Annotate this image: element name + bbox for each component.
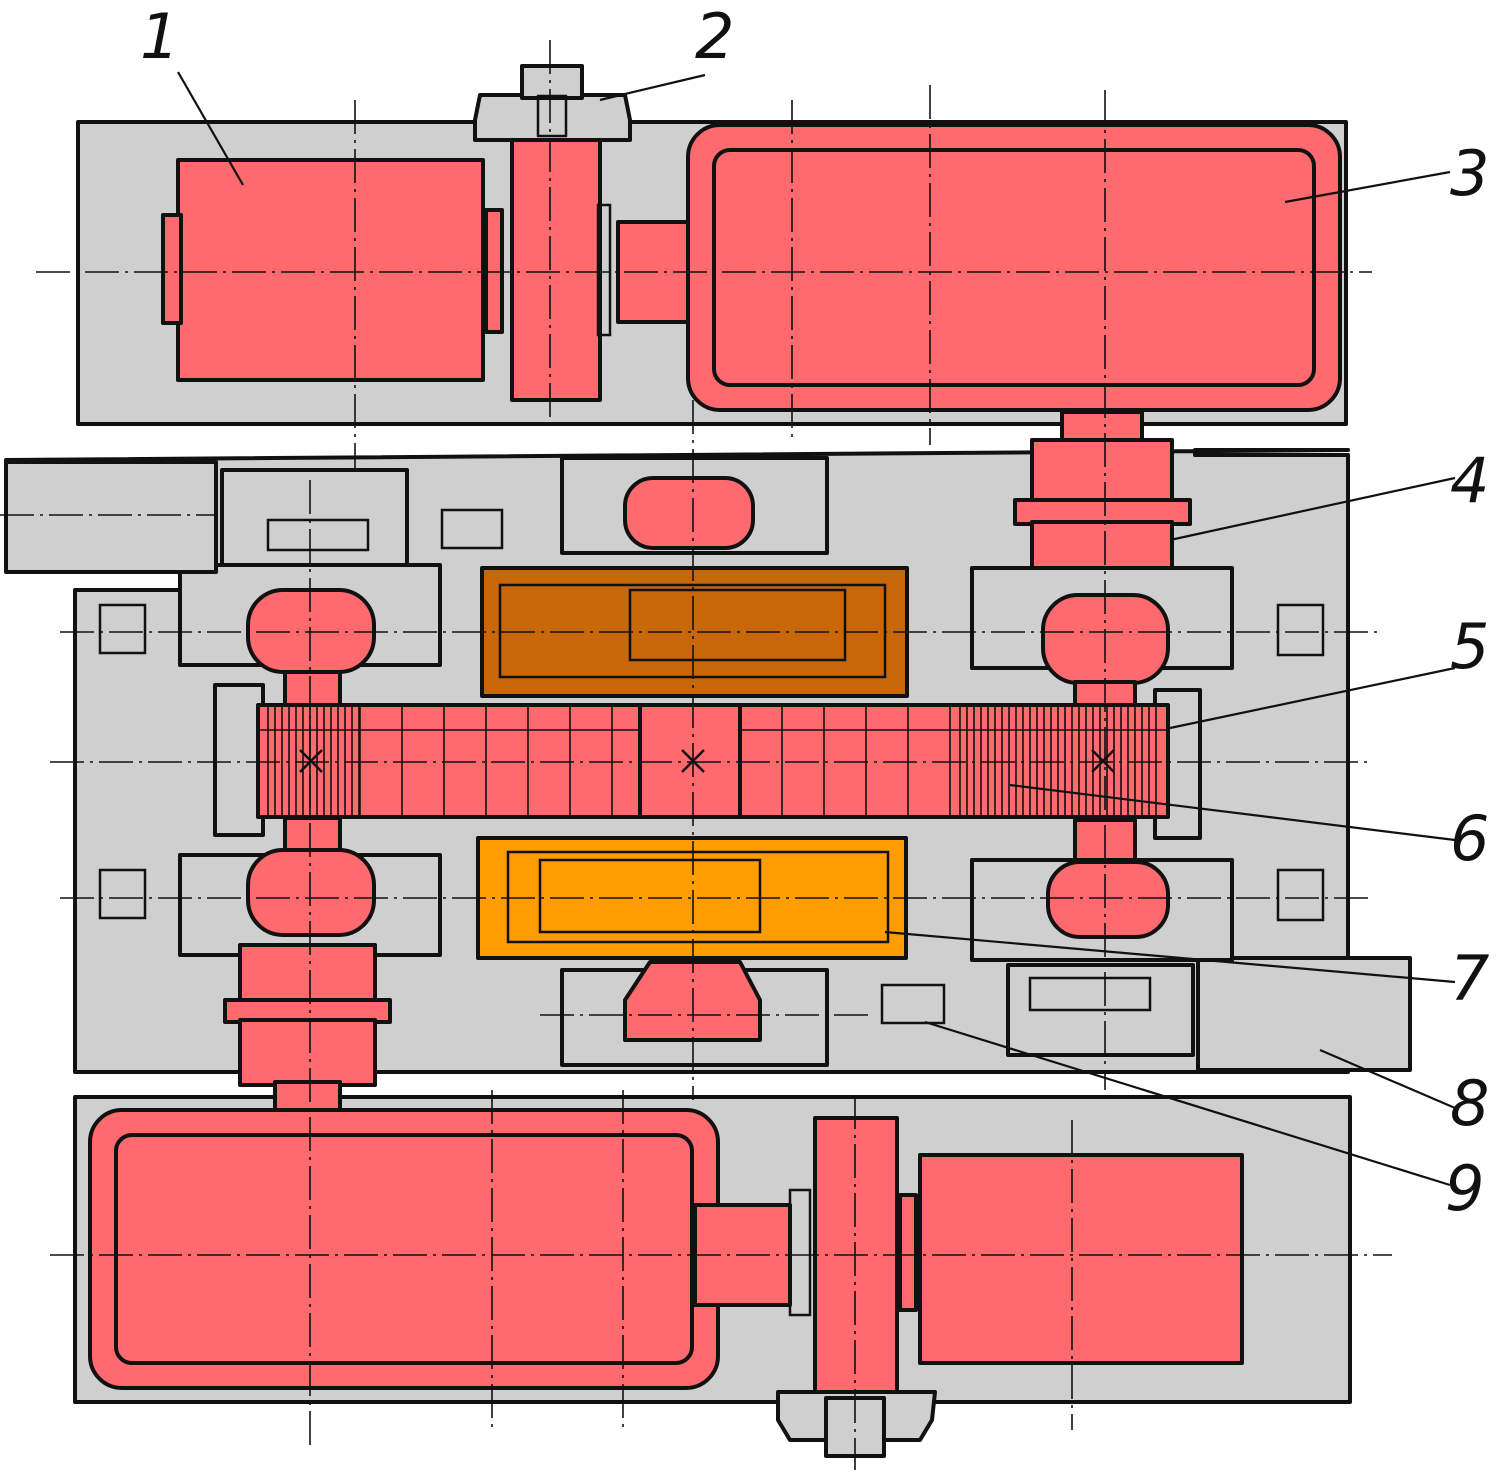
callout-leaders xyxy=(177,71,1456,1187)
upper-motor xyxy=(176,158,485,382)
leader-1 xyxy=(177,71,244,186)
leader-4 xyxy=(1169,476,1456,542)
callout-3: 3 xyxy=(1450,137,1489,210)
left-coupling-lower xyxy=(238,1018,377,1087)
left-upper-pillow xyxy=(246,588,376,674)
lower-motor xyxy=(918,1153,1244,1365)
left-coupling-upper xyxy=(238,943,377,1005)
lower-drive xyxy=(88,1108,1244,1458)
upper-brake-unit xyxy=(473,93,632,142)
mounting-pads xyxy=(98,508,1325,1025)
right-coupling-lower xyxy=(1030,520,1174,576)
left-gear-end-cap xyxy=(213,683,265,837)
upper-reducer-output-shaft xyxy=(1060,410,1144,444)
center-top-pillow xyxy=(623,476,755,550)
callout-1: 1 xyxy=(140,0,179,73)
center-lines xyxy=(0,40,1392,1470)
leader-5 xyxy=(1169,666,1456,730)
left-side-arm xyxy=(4,460,218,574)
pad-right-lower xyxy=(1276,868,1325,922)
upper-gear-spur xyxy=(628,588,847,662)
leader-3 xyxy=(1284,170,1451,204)
right-lower-pillow xyxy=(1046,860,1170,939)
upper-motor-shaft-stub xyxy=(161,213,183,325)
callout-4: 4 xyxy=(1450,444,1489,517)
callout-9: 9 xyxy=(1445,1152,1484,1225)
left-shaft-to-lower-reducer xyxy=(273,1080,342,1112)
lower-gear-spur xyxy=(538,858,762,934)
upper-flywheel xyxy=(510,138,602,402)
upper-brake-cap xyxy=(520,64,584,100)
left-hub-cross-icon xyxy=(299,749,323,773)
small-motor-bottom xyxy=(880,983,946,1025)
leader-9 xyxy=(924,1020,1451,1187)
lower-gear-housing-inner xyxy=(506,850,890,944)
callout-5: 5 xyxy=(1450,610,1489,683)
right-pump-unit xyxy=(1028,976,1152,1012)
right-hub-cross-icon xyxy=(1091,749,1115,773)
leader-7 xyxy=(884,930,1456,984)
leader-8 xyxy=(1319,1048,1456,1110)
lower-flywheel-hub xyxy=(788,1188,812,1317)
pad-left-lower xyxy=(98,868,147,920)
callout-8: 8 xyxy=(1450,1067,1489,1140)
leader-2 xyxy=(599,73,706,102)
upper-reducer-inner xyxy=(712,148,1316,387)
left-lower-pillow xyxy=(246,848,376,937)
left-pump-unit xyxy=(266,518,370,552)
upper-motor-coupling xyxy=(484,208,504,334)
callout-6: 6 xyxy=(1450,802,1489,875)
small-motor-top xyxy=(440,508,504,550)
pad-right-upper xyxy=(1276,603,1325,657)
main-gear-hub xyxy=(638,703,742,819)
lower-motor-coupling xyxy=(898,1193,918,1312)
center-stand xyxy=(560,456,829,1067)
callout-2: 2 xyxy=(695,0,734,73)
callout-7: 7 xyxy=(1450,942,1489,1015)
right-side-bracket xyxy=(1196,956,1412,1072)
leader-6 xyxy=(1009,783,1456,842)
upper-flywheel-hub xyxy=(596,203,612,337)
upper-drive xyxy=(161,64,1342,444)
callout-labels: 1 2 3 4 5 6 7 8 9 xyxy=(140,0,1489,1225)
gear-teeth xyxy=(258,705,1168,817)
pad-left-upper xyxy=(98,603,147,655)
right-coupling-upper xyxy=(1030,438,1174,504)
lower-reducer-inner xyxy=(114,1133,694,1365)
upper-brake-center xyxy=(536,94,568,138)
main-gear-band xyxy=(213,683,1202,840)
